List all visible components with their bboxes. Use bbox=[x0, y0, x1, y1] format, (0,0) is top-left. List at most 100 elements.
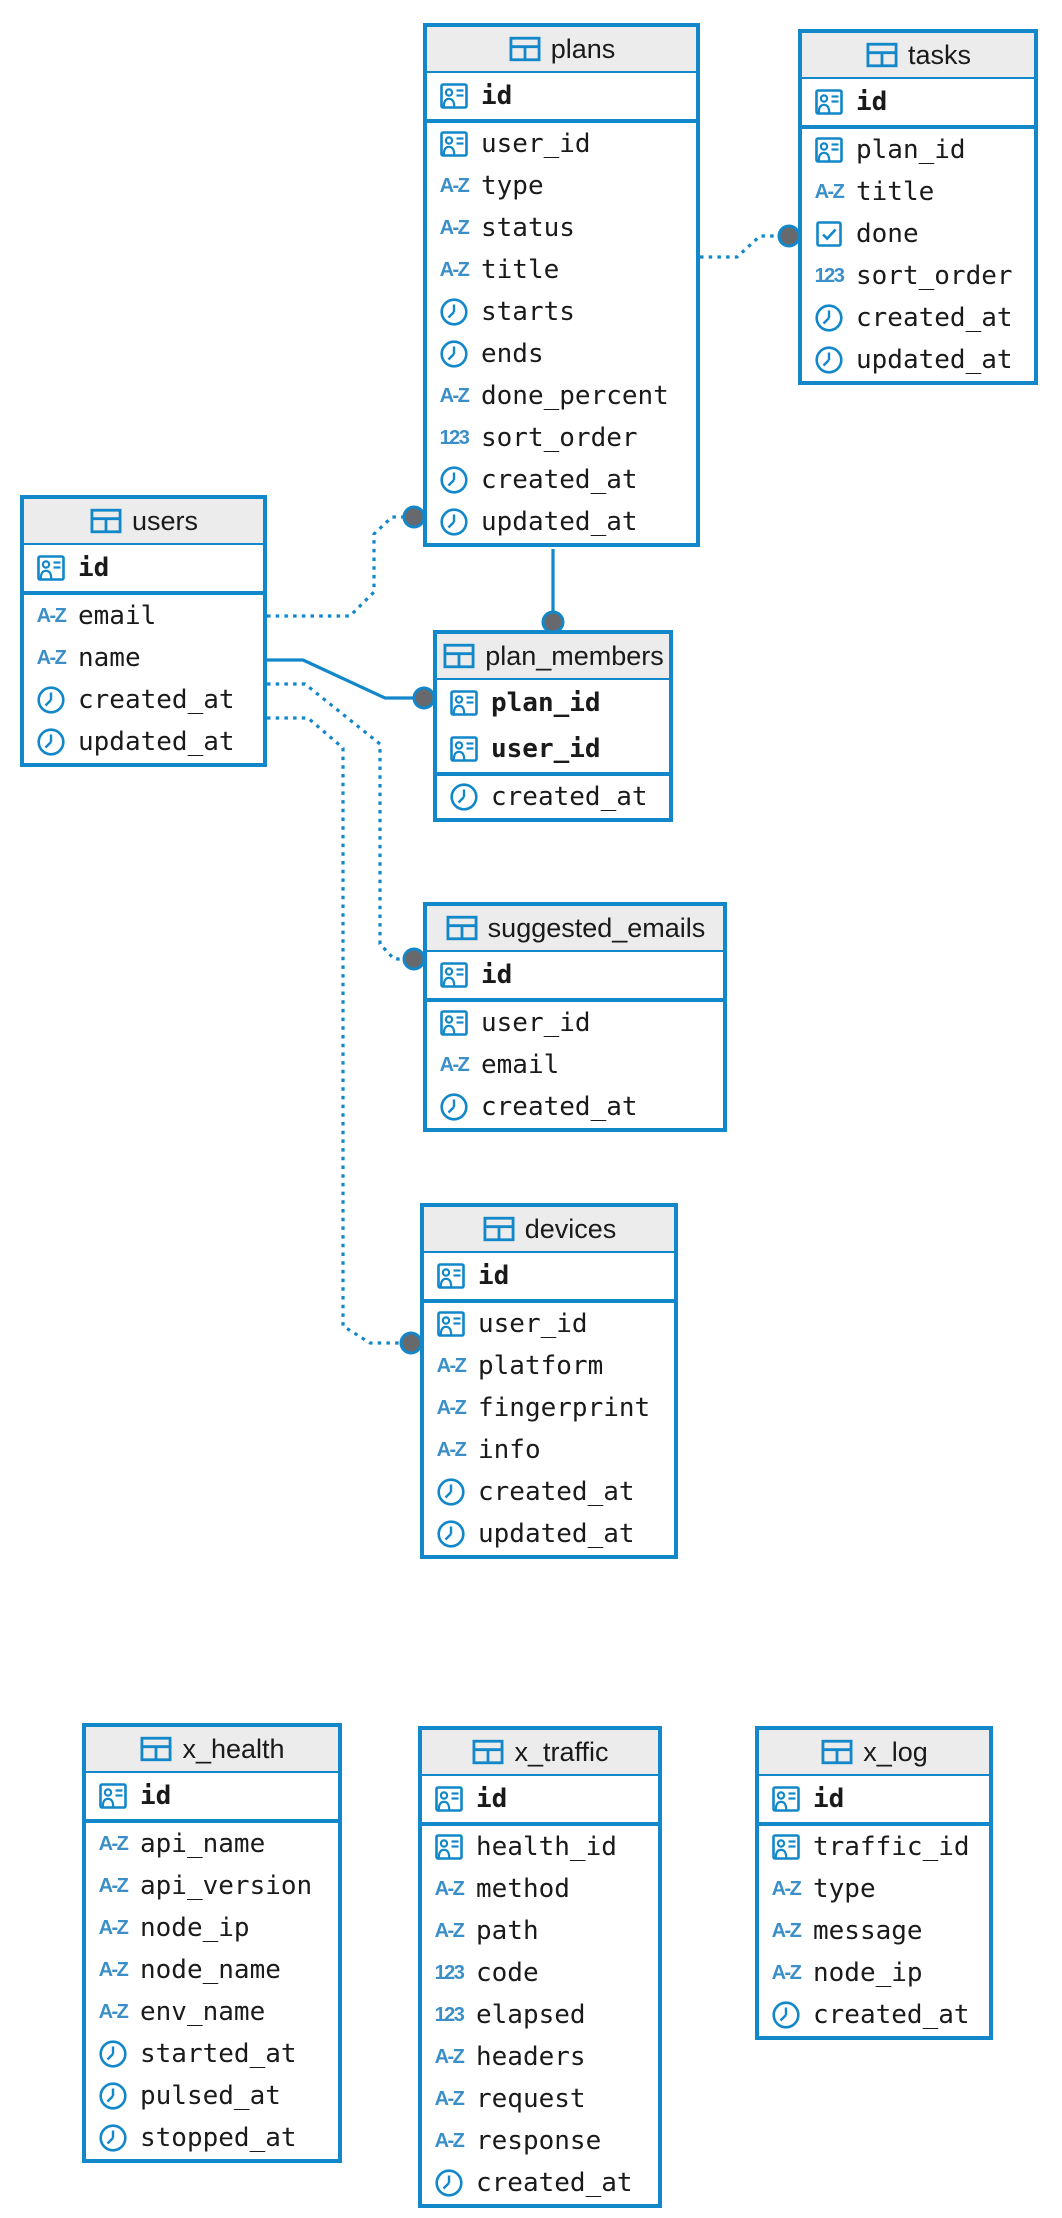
column-row-x_log-id[interactable]: id bbox=[759, 1776, 989, 1822]
column-row-suggested_emails-created_at[interactable]: created_at bbox=[427, 1086, 723, 1128]
column-name: created_at bbox=[478, 1477, 635, 1507]
column-row-tasks-plan_id[interactable]: plan_id bbox=[802, 129, 1034, 171]
column-row-tasks-id[interactable]: id bbox=[802, 79, 1034, 125]
column-row-tasks-done[interactable]: done bbox=[802, 213, 1034, 255]
table-title: plan_members bbox=[485, 640, 664, 671]
az-text-icon: A-Z bbox=[434, 2129, 465, 2152]
table-icon bbox=[483, 1216, 515, 1242]
columns-section: created_at bbox=[437, 776, 669, 818]
column-row-plan_members-plan_id[interactable]: plan_id bbox=[437, 680, 669, 726]
column-name: done bbox=[856, 219, 919, 249]
column-row-plan_members-created_at[interactable]: created_at bbox=[437, 776, 669, 818]
column-row-users-created_at[interactable]: created_at bbox=[24, 679, 263, 721]
column-row-plan_members-user_id[interactable]: user_id bbox=[437, 726, 669, 772]
column-row-x_health-started_at[interactable]: started_at bbox=[86, 2033, 338, 2075]
column-row-plans-user_id[interactable]: user_id bbox=[427, 123, 696, 165]
column-row-plans-starts[interactable]: starts bbox=[427, 291, 696, 333]
column-row-x_health-id[interactable]: id bbox=[86, 1773, 338, 1819]
column-row-x_traffic-created_at[interactable]: created_at bbox=[422, 2162, 658, 2204]
column-row-devices-user_id[interactable]: user_id bbox=[424, 1303, 674, 1345]
clock-icon bbox=[815, 304, 843, 332]
column-row-plans-id[interactable]: id bbox=[427, 73, 696, 119]
table-header-plan_members[interactable]: plan_members bbox=[437, 634, 669, 680]
id-badge-icon bbox=[450, 690, 478, 716]
column-row-plans-updated_at[interactable]: updated_at bbox=[427, 501, 696, 543]
number-icon: 123 bbox=[439, 426, 470, 449]
table-header-x_health[interactable]: x_health bbox=[86, 1727, 338, 1773]
column-row-users-id[interactable]: id bbox=[24, 545, 263, 591]
table-header-tasks[interactable]: tasks bbox=[802, 33, 1034, 79]
table-header-users[interactable]: users bbox=[24, 499, 263, 545]
column-name: node_name bbox=[140, 1955, 281, 1985]
table-header-suggested_emails[interactable]: suggested_emails bbox=[427, 906, 723, 952]
column-row-x_traffic-id[interactable]: id bbox=[422, 1776, 658, 1822]
column-row-suggested_emails-id[interactable]: id bbox=[427, 952, 723, 998]
column-name: type bbox=[813, 1874, 876, 1904]
table-header-x_traffic[interactable]: x_traffic bbox=[422, 1730, 658, 1776]
column-name: title bbox=[481, 255, 560, 285]
primary-key-section: id bbox=[427, 952, 723, 1002]
relation-endpoint-dot-users-devices bbox=[399, 1331, 423, 1355]
column-row-x_traffic-health_id[interactable]: health_id bbox=[422, 1826, 658, 1868]
column-name: id bbox=[856, 87, 888, 117]
column-row-devices-created_at[interactable]: created_at bbox=[424, 1471, 674, 1513]
column-name: pulsed_at bbox=[140, 2081, 281, 2111]
column-row-plans-created_at[interactable]: created_at bbox=[427, 459, 696, 501]
column-row-x_health-stopped_at[interactable]: stopped_at bbox=[86, 2117, 338, 2159]
column-row-x_log-traffic_id[interactable]: traffic_id bbox=[759, 1826, 989, 1868]
table-header-devices[interactable]: devices bbox=[424, 1207, 674, 1253]
column-row-suggested_emails-user_id[interactable]: user_id bbox=[427, 1002, 723, 1044]
table-header-plans[interactable]: plans bbox=[427, 27, 696, 73]
column-row-devices-id[interactable]: id bbox=[424, 1253, 674, 1299]
column-name: ends bbox=[481, 339, 544, 369]
az-text-icon: A-Z bbox=[98, 1916, 129, 1939]
column-row-tasks-updated_at[interactable]: updated_at bbox=[802, 339, 1034, 381]
column-row-tasks-created_at[interactable]: created_at bbox=[802, 297, 1034, 339]
column-row-plans-ends[interactable]: ends bbox=[427, 333, 696, 375]
primary-key-section: id bbox=[24, 545, 263, 595]
column-row-users-updated_at[interactable]: updated_at bbox=[24, 721, 263, 763]
table-header-x_log[interactable]: x_log bbox=[759, 1730, 989, 1776]
column-row-x_log-created_at[interactable]: created_at bbox=[759, 1994, 989, 2036]
column-row-devices-updated_at[interactable]: updated_at bbox=[424, 1513, 674, 1555]
column-row-x_health-pulsed_at[interactable]: pulsed_at bbox=[86, 2075, 338, 2117]
